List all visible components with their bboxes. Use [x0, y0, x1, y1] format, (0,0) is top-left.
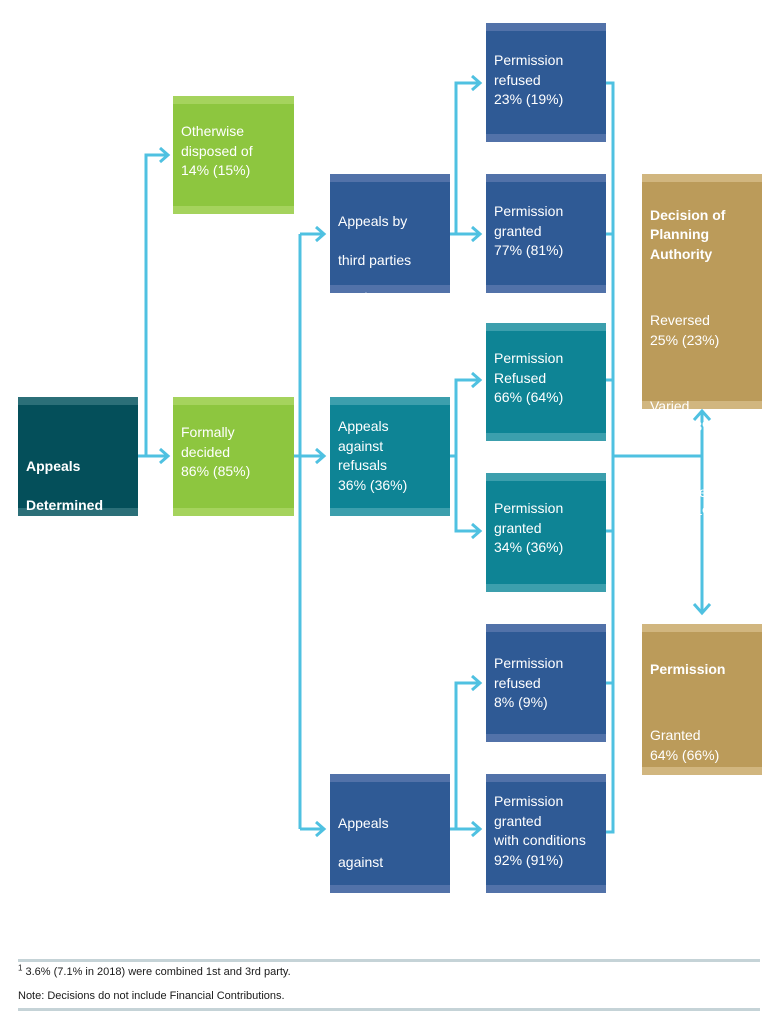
arrowhead-refusals — [315, 447, 327, 465]
ac-permission-granted-box: Permission granted with conditions 92% (… — [486, 774, 606, 893]
footnote-text: 3.6% (7.1% in 2018) were combined 1st an… — [22, 966, 291, 978]
connector-refusals-branch — [450, 378, 478, 533]
tp-permission-refused-box: Permission refused 23% (19%) — [486, 23, 606, 142]
arrowhead-ac-refused — [471, 674, 483, 692]
tp-refused-text: Permission refused 23% (19%) — [494, 52, 564, 107]
third-parties-percent: 51% (46%) — [338, 329, 408, 346]
conditions-line2: against — [338, 853, 384, 870]
connector-formally-trunk — [294, 234, 302, 829]
against-refusals-text: Appeals against refusals 36% (36%) — [338, 418, 408, 493]
connector-third-parties-branch — [450, 81, 478, 236]
ar-refused-text: Permission Refused 66% (64%) — [494, 350, 564, 405]
formally-decided-text: Formally decided 86% (85%) — [181, 424, 251, 479]
decision-reversed: Reversed 25% (23%) — [650, 312, 720, 348]
arrowhead-ar-refused — [471, 371, 483, 389]
otherwise-disposed-box: Otherwise disposed of 14% (15%) — [173, 96, 294, 214]
arrowhead-tp-granted — [471, 225, 483, 243]
footnote-rule-top — [18, 959, 760, 962]
appeals-third-parties-box: Appeals by third parties only1 51% (46%) — [330, 174, 450, 346]
tp-permission-granted-box: Permission granted 77% (81%) — [486, 174, 606, 293]
arrowhead-third-parties — [315, 225, 327, 243]
permission-title: Permission — [650, 660, 726, 677]
appeals-determined-box: Appeals Determined — [18, 397, 138, 516]
arrowhead-formally — [159, 447, 171, 465]
appeals-determined-line1: Appeals — [26, 457, 81, 474]
ac-permission-refused-box: Permission refused 8% (9%) — [486, 624, 606, 742]
conditions-line3: conditions — [338, 892, 402, 909]
ar-permission-refused-box: Permission Refused 66% (64%) — [486, 323, 606, 441]
ar-granted-text: Permission granted 34% (36%) — [494, 500, 564, 555]
third-parties-line3: only — [338, 290, 364, 307]
decision-title: Decision of Planning Authority — [650, 206, 726, 262]
appeals-against-refusals-box: Appeals against refusals 36% (36%) — [330, 397, 450, 516]
decision-varied: Varied 50% (53%) — [650, 398, 720, 434]
third-parties-line2: third parties — [338, 251, 412, 268]
connector-right-bus — [606, 81, 615, 834]
arrowhead-ac-granted — [471, 820, 483, 838]
arrowhead-decision — [692, 408, 712, 421]
connector-conditions-branch — [450, 681, 478, 831]
third-parties-line1: Appeals by — [338, 212, 408, 229]
permission-outcome-box: Permission Granted 64% (66%) Refused 36%… — [642, 624, 762, 849]
decision-confirmed: Confirmed 24% (24%) — [650, 484, 720, 520]
formally-decided-box: Formally decided 86% (85%) — [173, 397, 294, 516]
ar-permission-granted-box: Permission granted 34% (36%) — [486, 473, 606, 592]
connector-determined-to-otherwise — [138, 153, 166, 458]
tp-granted-text: Permission granted 77% (81%) — [494, 203, 564, 258]
note-text: Note: Decisions do not include Financial… — [18, 990, 285, 1002]
footnote: 1 3.6% (7.1% in 2018) were combined 1st … — [18, 963, 760, 978]
decision-planning-authority-box: Decision of Planning Authority Reversed … — [642, 174, 762, 520]
appeals-against-conditions-box: Appeals against conditions1 13% (12%) — [330, 774, 450, 948]
arrowhead-tp-refused — [471, 74, 483, 92]
appeals-determined-line2: Determined — [26, 496, 104, 513]
conditions-percent: 13% (12%) — [338, 931, 408, 948]
arrowhead-permission — [692, 603, 712, 616]
permission-granted: Granted 64% (66%) — [650, 727, 720, 763]
permission-refused: Refused 36% (34%) — [650, 813, 720, 849]
arrowhead-otherwise — [159, 146, 171, 164]
ac-refused-text: Permission refused 8% (9%) — [494, 655, 564, 710]
ac-granted-text: Permission granted with conditions 92% (… — [494, 793, 586, 868]
conditions-line1: Appeals — [338, 814, 389, 831]
footnote-number: 1 — [18, 963, 23, 973]
footnote-marker: 1 — [363, 290, 369, 300]
arrowhead-ar-granted — [471, 522, 483, 540]
connector-bus-to-outcomes — [613, 412, 704, 612]
otherwise-disposed-text: Otherwise disposed of 14% (15%) — [181, 123, 253, 178]
arrowhead-conditions — [315, 820, 327, 838]
footnote-rule-bottom — [18, 1008, 760, 1011]
footnote-marker: 1 — [401, 892, 406, 902]
